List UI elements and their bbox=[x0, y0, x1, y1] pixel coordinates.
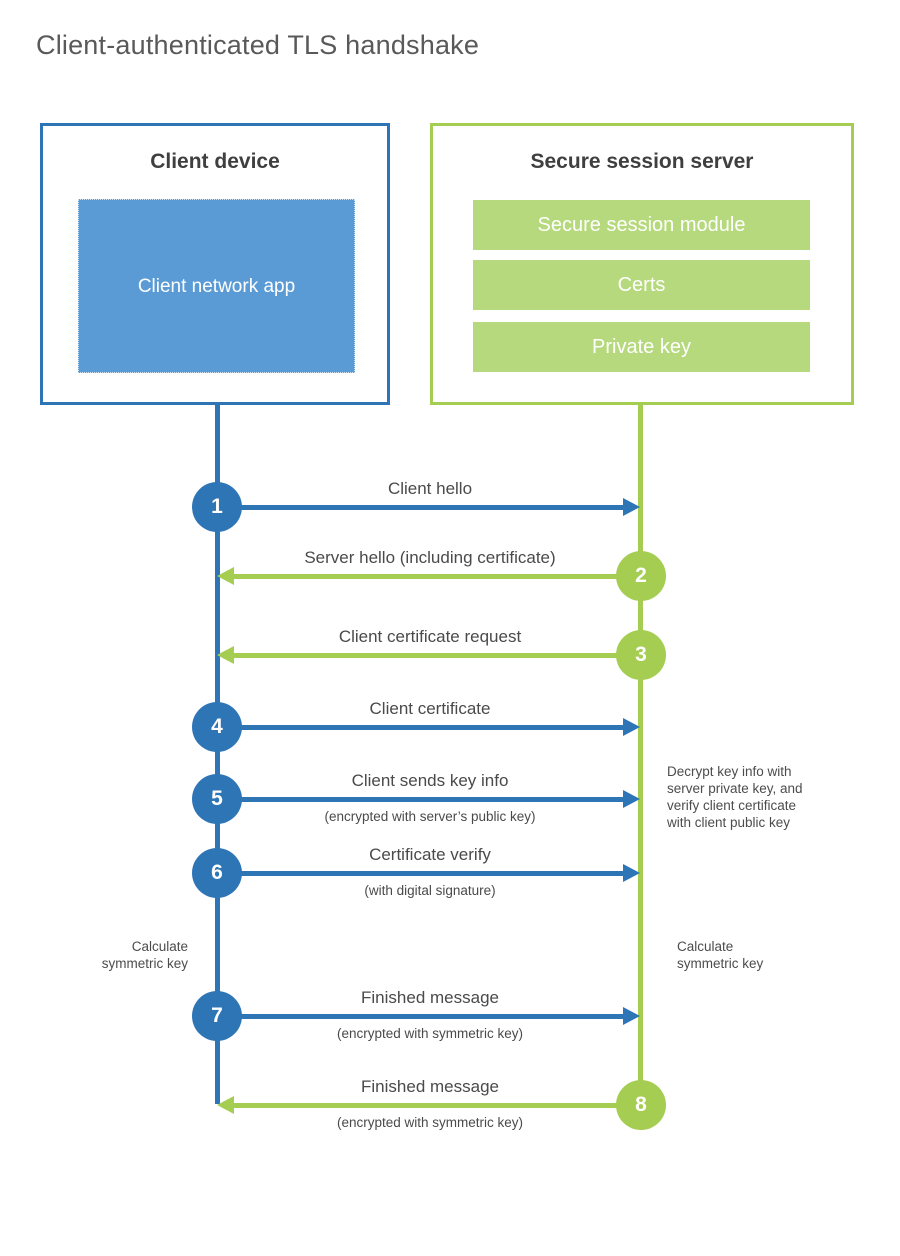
arrowhead-left-icon bbox=[217, 1096, 234, 1114]
note-calculate-symmetric-key-client: Calculate symmetric key bbox=[101, 939, 188, 971]
arrowhead-right-icon bbox=[623, 1007, 640, 1025]
message-arrow-3 bbox=[234, 653, 641, 658]
client-network-app-box: Client network app bbox=[78, 199, 355, 373]
page-title: Client-authenticated TLS handshake bbox=[36, 30, 480, 60]
message-label-4: Client certificate bbox=[369, 699, 491, 718]
client-device-heading: Client device bbox=[150, 150, 280, 173]
arrowhead-right-icon bbox=[623, 790, 640, 808]
message-sub-8: (encrypted with symmetric key) bbox=[336, 1115, 524, 1130]
message-arrow-8 bbox=[234, 1103, 641, 1108]
server-heading: Secure session server bbox=[530, 150, 754, 173]
step-circle-3: 3 bbox=[616, 630, 666, 680]
client-network-app-label: Client network app bbox=[137, 275, 296, 297]
server-lifeline bbox=[638, 404, 643, 1106]
step-circle-4: 4 bbox=[192, 702, 242, 752]
message-sub-6: (with digital signature) bbox=[364, 883, 496, 898]
message-label-2: Server hello (including certificate) bbox=[304, 548, 556, 567]
step-circle-7: 7 bbox=[192, 991, 242, 1041]
message-arrow-2 bbox=[234, 574, 641, 579]
message-label-5: Client sends key info bbox=[351, 771, 509, 790]
message-arrow-1 bbox=[217, 505, 623, 510]
step-circle-5: 5 bbox=[192, 774, 242, 824]
server-module-private-key: Private key bbox=[473, 322, 810, 372]
note-calculate-symmetric-key-server: Calculate symmetric key bbox=[677, 939, 764, 971]
arrowhead-right-icon bbox=[623, 498, 640, 516]
client-device-box: Client device Client network app bbox=[40, 123, 390, 405]
message-sub-7: (encrypted with symmetric key) bbox=[336, 1026, 524, 1041]
step-circle-6: 6 bbox=[192, 848, 242, 898]
message-arrow-7 bbox=[217, 1014, 623, 1019]
note-decrypt-key-info: Decrypt key info with server private key… bbox=[667, 764, 803, 830]
arrowhead-right-icon bbox=[623, 718, 640, 736]
step-circle-2: 2 bbox=[616, 551, 666, 601]
message-label-7: Finished message bbox=[361, 988, 499, 1007]
message-label-8: Finished message bbox=[361, 1077, 499, 1096]
arrowhead-left-icon bbox=[217, 646, 234, 664]
client-lifeline bbox=[215, 404, 220, 1104]
server-box: Secure session server Secure session mod… bbox=[430, 123, 854, 405]
arrowhead-right-icon bbox=[623, 864, 640, 882]
step-circle-1: 1 bbox=[192, 482, 242, 532]
message-label-1: Client hello bbox=[387, 479, 473, 498]
message-sub-5: (encrypted with server’s public key) bbox=[324, 809, 536, 824]
message-arrow-5 bbox=[217, 797, 623, 802]
arrowhead-left-icon bbox=[217, 567, 234, 585]
message-label-6: Certificate verify bbox=[369, 845, 491, 864]
server-module-certs: Certs bbox=[473, 260, 810, 310]
server-module-secure-session: Secure session module bbox=[473, 200, 810, 250]
step-circle-8: 8 bbox=[616, 1080, 666, 1130]
message-arrow-4 bbox=[217, 725, 623, 730]
message-label-3: Client certificate request bbox=[338, 627, 522, 646]
message-arrow-6 bbox=[217, 871, 623, 876]
